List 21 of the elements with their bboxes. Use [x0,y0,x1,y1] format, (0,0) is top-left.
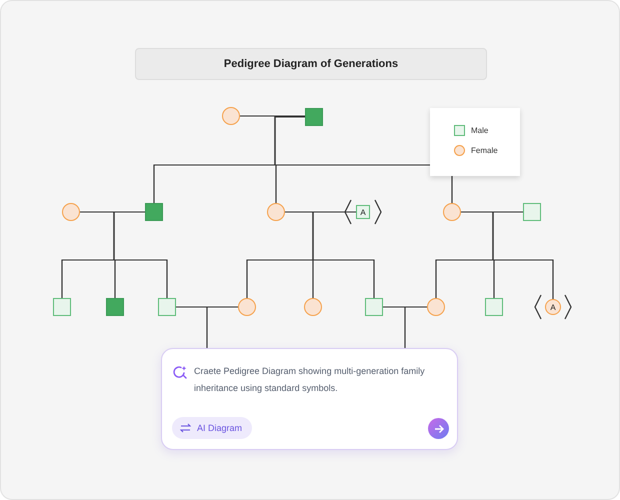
descent-line [404,306,427,348]
male-symbol [53,298,71,316]
descent-line [113,211,168,298]
affected-male-symbol [106,298,124,316]
legend-label: Male [471,125,488,136]
prompt-card [161,348,458,450]
male-symbol [365,298,383,316]
descent-line [312,211,375,298]
descent-line [206,306,238,348]
male-symbol [158,298,176,316]
male-symbol [485,298,503,316]
affected-male-symbol [305,108,323,126]
prompt-text: Craete Pedigree Diagram showing multi-generation family inheritance using standard symbols. [194,365,426,395]
adopted-male-symbol: A [356,205,370,219]
ai-diagram-button: AI Diagram [172,417,252,439]
affected-male-symbol [145,203,163,221]
descent-line [492,211,554,299]
legend-label: Female [471,145,498,156]
descent-line [274,116,453,203]
male-symbol [523,203,541,221]
diagram-title: Pedigree Diagram of Generations [135,48,487,80]
